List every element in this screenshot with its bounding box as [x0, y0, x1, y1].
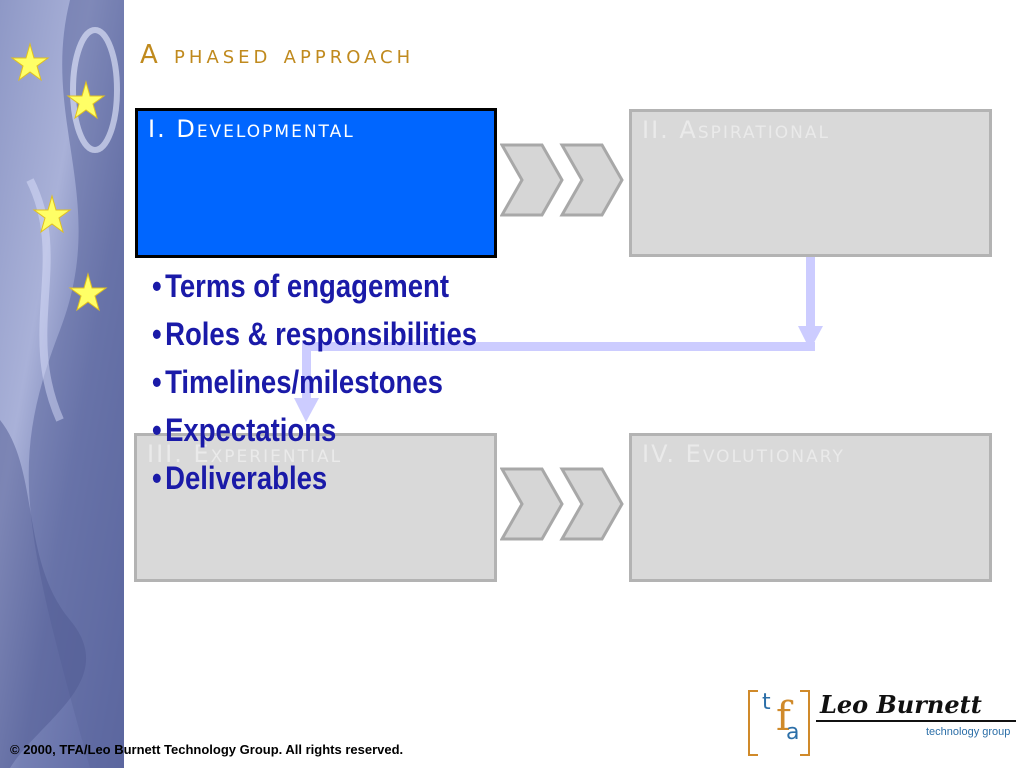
logo-underline [816, 720, 1016, 722]
phase-label: IV. Evolutionary [642, 440, 845, 468]
bracket-right [800, 690, 810, 756]
phase-label: I. Developmental [148, 115, 355, 143]
list-item: Expectations [152, 406, 477, 454]
star-icon [68, 272, 108, 312]
list-item: Timelines/milestones [152, 358, 477, 406]
bullet-list: Terms of engagement Roles & responsibili… [152, 262, 477, 502]
company-logo: t f a Leo Burnett technology group [748, 688, 1018, 756]
list-item: Terms of engagement [152, 262, 477, 310]
phase-label: II. Aspirational [642, 116, 830, 144]
phase-box-developmental: I. Developmental [135, 108, 497, 258]
logo-signature: Leo Burnett [820, 690, 982, 719]
chevron-right-icon [500, 143, 624, 217]
chevron-right-icon [500, 467, 624, 541]
phase-box-evolutionary: IV. Evolutionary [629, 433, 992, 582]
star-icon [32, 194, 72, 234]
star-icon [66, 80, 106, 120]
list-item: Roles & responsibilities [152, 310, 477, 358]
logo-letter-f: f [776, 694, 791, 740]
sidebar-artwork [0, 0, 124, 768]
list-item: Deliverables [152, 454, 477, 502]
phase-box-aspirational: II. Aspirational [629, 109, 992, 257]
bracket-left [748, 690, 758, 756]
logo-subtitle: technology group [926, 726, 1011, 738]
slide-title: A phased approach [140, 40, 415, 70]
sidebar-decoration [0, 0, 124, 768]
copyright-footer: © 2000, TFA/Leo Burnett Technology Group… [10, 742, 404, 757]
star-icon [10, 42, 50, 82]
logo-letter-t: t [762, 690, 771, 715]
logo-letter-a: a [786, 720, 800, 745]
